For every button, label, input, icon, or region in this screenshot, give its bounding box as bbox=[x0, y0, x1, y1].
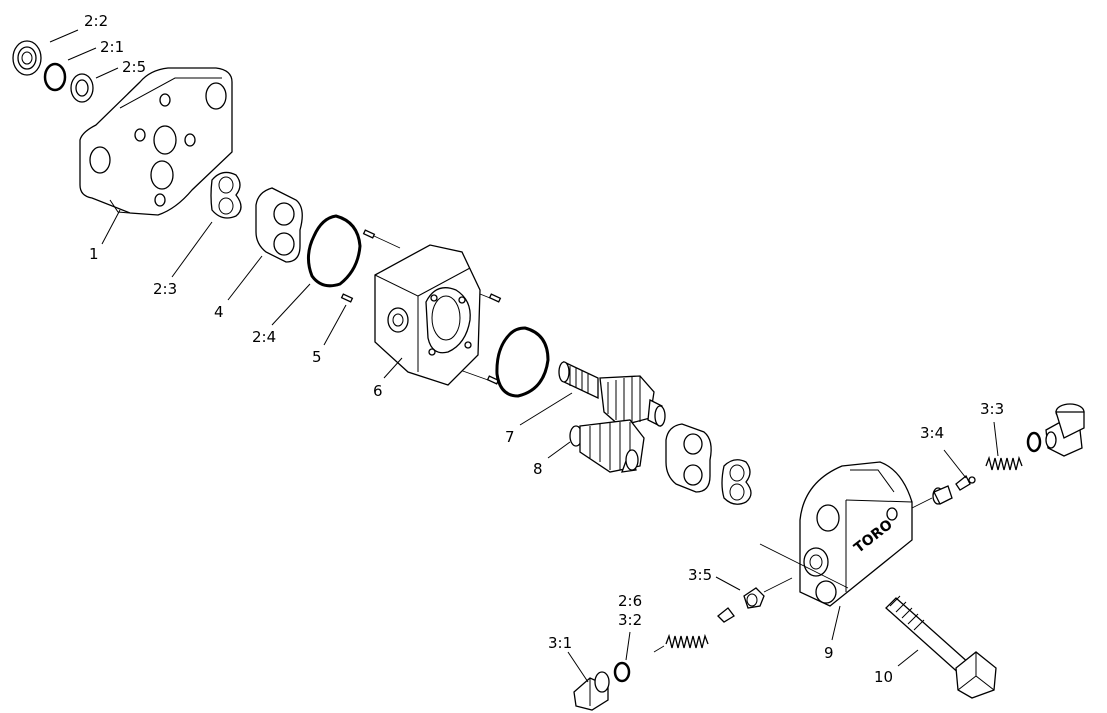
part-3-2-seal-right bbox=[1026, 431, 1042, 453]
part-2-4-o-ring bbox=[307, 214, 362, 288]
part-8-driven-gear bbox=[569, 419, 645, 473]
part-9-valve-housing: TORO bbox=[799, 461, 913, 607]
part-2-6-o-ring-lower bbox=[613, 661, 631, 683]
callout-3-4: 3:4 bbox=[920, 424, 944, 442]
callout-2-4: 2:4 bbox=[252, 328, 276, 346]
part-3-1-plug-right bbox=[1045, 403, 1085, 457]
part-5-dowel-pins bbox=[340, 229, 502, 385]
part-3-4-poppet bbox=[932, 474, 976, 505]
part-4-wear-plate bbox=[255, 187, 303, 263]
callout-2-1: 2:1 bbox=[100, 38, 124, 56]
part-3-4-poppet-lower bbox=[717, 607, 735, 623]
part-2-1-snap-ring bbox=[43, 62, 67, 92]
callout-4: 4 bbox=[214, 303, 224, 321]
callout-8: 8 bbox=[533, 460, 543, 478]
part-6-gear-housing bbox=[374, 244, 481, 386]
part-4-wear-plate-second bbox=[665, 423, 712, 493]
part-2-4-o-ring-second bbox=[495, 326, 550, 398]
callout-2-2: 2:2 bbox=[84, 12, 108, 30]
part-7-drive-gear-shaft bbox=[558, 360, 666, 428]
part-2-3-gasket bbox=[210, 171, 242, 219]
part-3-3-spring-lower bbox=[665, 633, 709, 649]
callout-2-6: 2:6 bbox=[618, 592, 642, 610]
callout-10: 10 bbox=[874, 668, 893, 686]
callout-7: 7 bbox=[505, 428, 515, 446]
callout-2-5: 2:5 bbox=[122, 58, 146, 76]
callout-9: 9 bbox=[824, 644, 834, 662]
callout-6: 6 bbox=[373, 382, 383, 400]
part-2-5-bearing bbox=[70, 73, 94, 103]
part-3-1-plug-lower bbox=[573, 671, 610, 711]
callout-3-1: 3:1 bbox=[548, 634, 572, 652]
callout-3-5: 3:5 bbox=[688, 566, 712, 584]
part-10-bolt bbox=[885, 595, 997, 699]
part-3-5-seat bbox=[743, 587, 765, 609]
callout-5: 5 bbox=[312, 348, 322, 366]
callout-3-2: 3:2 bbox=[618, 611, 642, 629]
part-2-2-seal bbox=[12, 40, 42, 76]
callout-2-3: 2:3 bbox=[153, 280, 177, 298]
part-3-3-spring bbox=[985, 455, 1023, 471]
callout-3-3: 3:3 bbox=[980, 400, 1004, 418]
leader-lines bbox=[49, 29, 999, 683]
part-1-end-cover bbox=[79, 67, 233, 216]
callout-1: 1 bbox=[89, 245, 99, 263]
part-2-3-gasket-second bbox=[721, 459, 752, 505]
